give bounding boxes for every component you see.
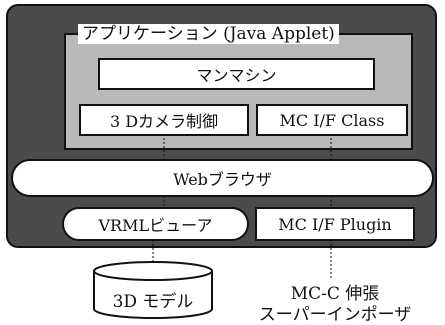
mc-c-label-line1: MC-C 伸張	[290, 284, 380, 304]
application-title: アプリケーション (Java Applet)	[78, 24, 339, 44]
man-machine-label: マンマシン	[196, 66, 277, 85]
model-cylinder-body	[93, 271, 213, 319]
model-cylinder-top	[93, 261, 213, 281]
man-machine-box: マンマシン	[98, 58, 375, 90]
mc-if-plugin-box: MC I/F Plugin	[255, 207, 415, 241]
vrml-viewer-label: VRMLビューア	[98, 216, 213, 235]
mc-if-class-label: MC I/F Class	[279, 110, 385, 130]
camera-control-label: 3 Dカメラ制御	[109, 112, 219, 131]
camera-control-box: 3 Dカメラ制御	[79, 104, 249, 136]
web-browser-label: Webブラウザ	[173, 170, 272, 189]
model-label: 3D モデル	[112, 292, 194, 312]
vrml-viewer-pill: VRMLビューア	[62, 207, 249, 241]
mc-c-label-line2: スーパーインポーザ	[258, 305, 412, 325]
mc-if-plugin-label: MC I/F Plugin	[278, 214, 392, 234]
mc-if-class-box: MC I/F Class	[256, 104, 408, 136]
web-browser-pill: Webブラウザ	[11, 159, 434, 197]
